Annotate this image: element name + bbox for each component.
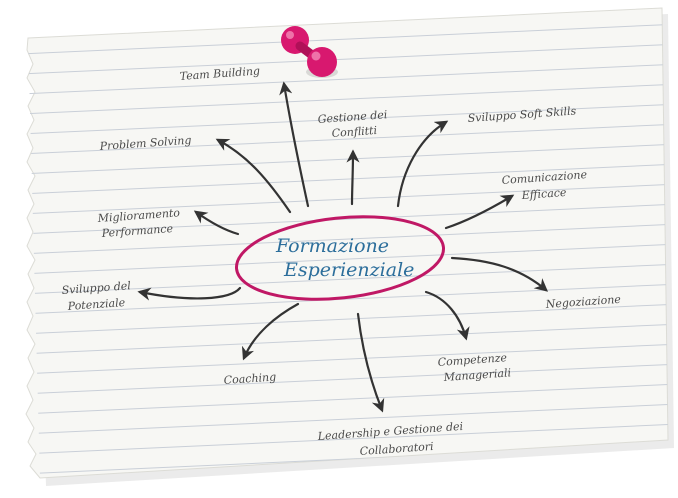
label-gestione-conflitti-2: Conflitti	[331, 124, 377, 140]
label-comunicazione-2: Efficace	[520, 186, 567, 202]
label-competenze-2: Manageriali	[442, 366, 511, 384]
label-negoziazione: Negoziazione	[544, 293, 621, 311]
label-problem-solving: Problem Solving	[98, 134, 192, 153]
label-potenziale-1: Sviluppo del	[61, 279, 131, 297]
arrow-potenziale	[137, 286, 242, 301]
notepad-paper	[25, 7, 669, 479]
arrow-problem-solving	[215, 138, 292, 214]
arrow-soft-skills	[396, 120, 449, 208]
connector-arrows	[137, 81, 549, 413]
label-leadership-2: Collaboratori	[359, 440, 434, 458]
arrow-comunicazione	[444, 194, 515, 230]
arrow-negoziazione	[450, 256, 549, 292]
arrow-leadership	[356, 312, 385, 413]
arrow-coaching	[241, 302, 300, 361]
label-comunicazione-1: Comunicazione	[501, 168, 588, 187]
arrow-gestione-conflitti	[346, 149, 360, 206]
label-coaching: Coaching	[223, 370, 276, 387]
center-title-line1: Formazione	[275, 235, 389, 257]
label-potenziale-2: Potenziale	[66, 296, 126, 313]
label-miglioramento-2: Performance	[100, 222, 174, 240]
arrow-team-building	[279, 81, 310, 208]
label-gestione-conflitti-1: Gestione dei	[317, 108, 387, 126]
label-miglioramento-1: Miglioramento	[96, 206, 180, 225]
arrow-competenze	[424, 290, 470, 341]
center-title-line2: Esperienziale	[283, 259, 414, 281]
arrow-miglioramento	[193, 210, 240, 236]
push-pin-icon	[281, 26, 338, 78]
label-competenze-1: Competenze	[437, 351, 508, 369]
central-topic: Formazione Esperienziale	[234, 215, 446, 301]
label-team-building: Team Building	[179, 64, 260, 83]
